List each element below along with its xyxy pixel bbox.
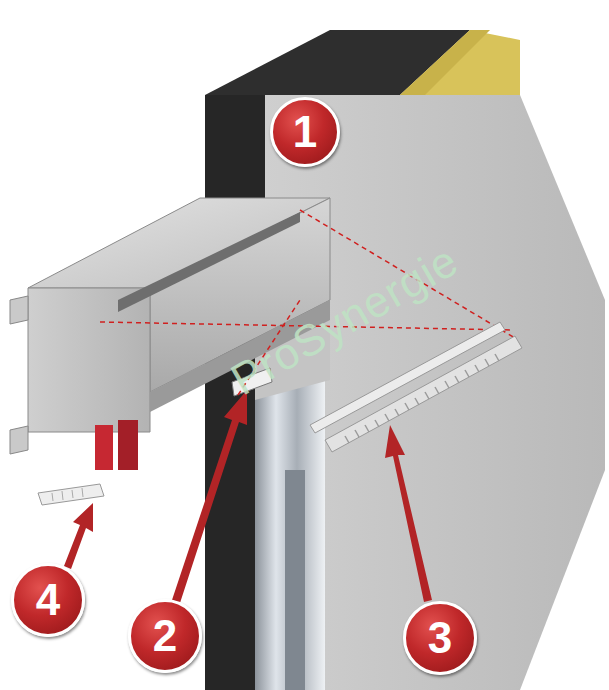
grille-slots (345, 354, 499, 443)
vent-slider (38, 484, 104, 505)
callout-circle: 4 (11, 563, 85, 637)
callout-circle: 2 (128, 599, 202, 673)
insulation-edge (400, 30, 490, 95)
box-bracket (10, 296, 28, 324)
insulation (330, 30, 520, 95)
seal-piece (118, 420, 138, 470)
callout-number: 4 (36, 578, 60, 622)
box-end (28, 288, 150, 432)
callout-circle: 3 (403, 601, 477, 675)
leader-arrow (385, 425, 432, 602)
slider-slots (52, 488, 83, 501)
leader-arrow (64, 503, 93, 569)
box-bracket (10, 426, 28, 454)
callout-number: 2 (153, 614, 177, 658)
callout-number: 1 (293, 110, 317, 154)
vent-grille (325, 336, 522, 452)
window-profile (285, 470, 305, 690)
leader-arrow (172, 390, 247, 603)
callout-arrows (64, 390, 432, 603)
callout-circle: 1 (270, 97, 340, 167)
box-slot (118, 212, 300, 312)
callout-number: 3 (428, 616, 452, 660)
seal-piece (95, 425, 113, 470)
